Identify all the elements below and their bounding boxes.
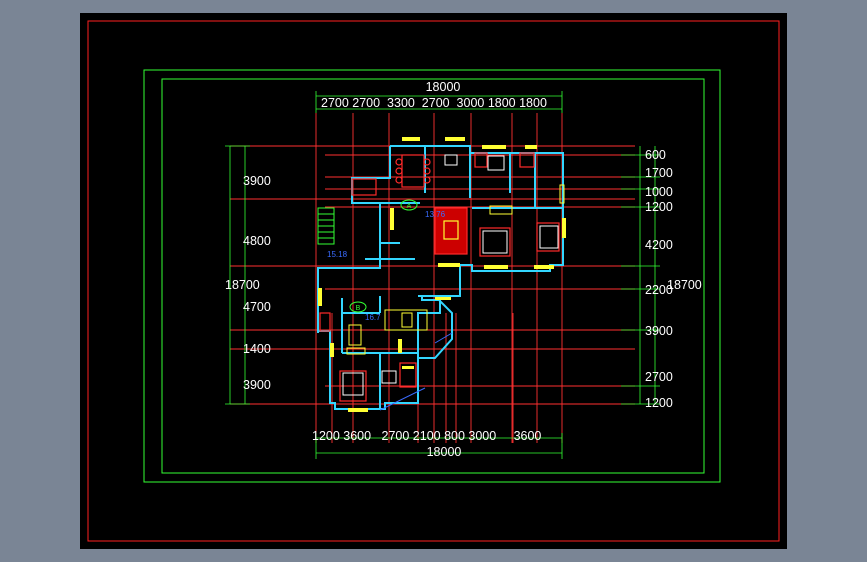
walls: [317, 145, 564, 410]
furniture: [319, 152, 560, 402]
sheet-border-outer: [143, 69, 721, 483]
dim-left: 3900: [243, 378, 271, 392]
axis-tag-a: A: [407, 203, 412, 210]
balcony-line: [379, 387, 426, 411]
axis-tag-a-circle: [400, 199, 418, 211]
floor-plan-drawing: A B 15.18 13.76 16.7 18000 2700 2700 330…: [87, 20, 780, 542]
furniture-yellow: [346, 184, 565, 355]
windows: [318, 137, 566, 412]
staircase: [317, 207, 335, 245]
dim-right: 4200: [645, 238, 673, 252]
dim-left-total: 18700: [225, 278, 260, 292]
dim-top-total: 18000: [426, 80, 461, 94]
axis-tag-b-circle: [349, 301, 367, 313]
drawing-frame: [87, 20, 780, 542]
dim-right: 600: [645, 148, 666, 162]
dim-left: 3900: [243, 174, 271, 188]
dim-right: 3900: [645, 324, 673, 338]
dim-right: 1700: [645, 166, 673, 180]
dim-left: 1400: [243, 342, 271, 356]
balcony-line-2: [434, 332, 453, 344]
dim-right: 1000: [645, 185, 673, 199]
dim-right: 2200: [645, 283, 673, 297]
dim-right: 1200: [645, 396, 673, 410]
sheet-border-inner: [161, 78, 705, 474]
dim-top-segments: 2700 2700 3300 2700 3000 1800 1800: [321, 96, 547, 110]
room-area-label: 13.76: [425, 210, 446, 219]
cad-viewport[interactable]: A B 15.18 13.76 16.7 18000 2700 2700 330…: [80, 13, 787, 549]
dim-left: 4800: [243, 234, 271, 248]
axis-grid: [230, 113, 635, 443]
bay-window-wall: [418, 295, 453, 359]
room-area-label: 15.18: [327, 250, 348, 259]
beds: [342, 154, 559, 396]
dim-right: 2700: [645, 370, 673, 384]
dimension-lines: [225, 91, 660, 459]
dim-right-total: 18700: [667, 278, 702, 292]
dim-bottom-total: 18000: [427, 445, 462, 459]
room-area-label: 16.7: [365, 313, 381, 322]
dim-right: 1200: [645, 200, 673, 214]
axis-tag-b: B: [356, 305, 361, 312]
dim-bottom-segments: 1200 3600 2700 2100 800 3000 3600: [312, 429, 541, 443]
dim-left: 4700: [243, 300, 271, 314]
